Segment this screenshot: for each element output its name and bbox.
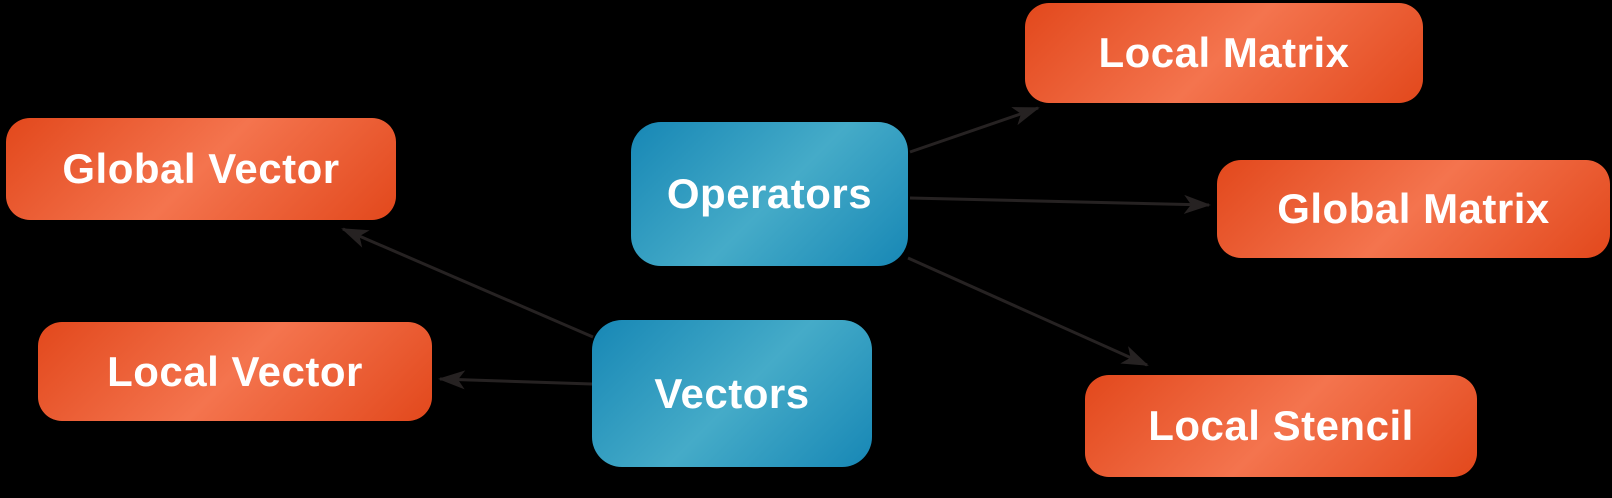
edge-vectors-to-global-vector [341, 227, 594, 339]
edge-vectors-to-local-vector [438, 370, 593, 390]
node-global-matrix: Global Matrix [1217, 160, 1610, 258]
node-operators: Operators [631, 122, 908, 266]
edge-operators-to-local-matrix [909, 106, 1040, 154]
node-label-operators: Operators [666, 170, 873, 217]
node-local-stencil: Local Stencil [1085, 375, 1477, 477]
node-label-vectors: Vectors [654, 369, 810, 417]
node-label-global-matrix: Global Matrix [1277, 185, 1550, 232]
edge-operators-to-local-stencil [907, 256, 1149, 367]
node-global-vector: Global Vector [6, 118, 396, 220]
node-local-vector: Local Vector [38, 322, 432, 421]
node-label-local-stencil: Local Stencil [1148, 402, 1414, 449]
node-label-global-vector: Global Vector [62, 145, 340, 192]
node-label-local-vector: Local Vector [107, 347, 363, 395]
node-label-local-matrix: Local Matrix [1098, 29, 1350, 76]
node-vectors: Vectors [592, 320, 872, 467]
node-local-matrix: Local Matrix [1025, 3, 1423, 103]
edge-operators-to-global-matrix [909, 194, 1211, 214]
